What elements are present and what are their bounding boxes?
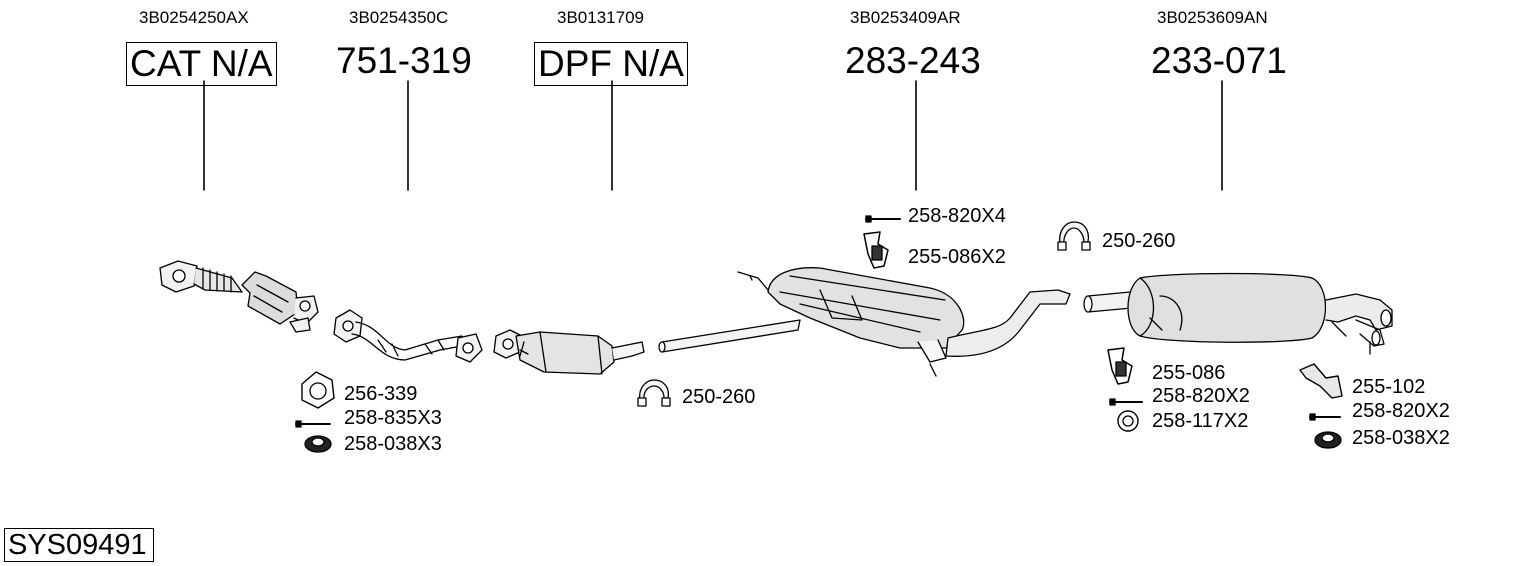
fitting-hanger-label[interactable]: 255-086 bbox=[1152, 362, 1226, 384]
bolt-icon bbox=[1109, 398, 1143, 406]
bolt-icon bbox=[1309, 413, 1341, 421]
part-number-cat[interactable]: CAT N/A bbox=[126, 42, 277, 86]
rubber-hanger-icon bbox=[863, 231, 889, 269]
bolt-icon bbox=[865, 215, 901, 223]
fitting-bolt-label[interactable]: 258-820X2 bbox=[1352, 400, 1450, 422]
gasket-icon bbox=[301, 371, 335, 409]
washer-icon bbox=[1117, 410, 1139, 432]
fitting-nut-label[interactable]: 258-038X2 bbox=[1352, 427, 1450, 449]
oe-number-middle-silencer: 3B0253409AR bbox=[850, 8, 961, 27]
nut-icon bbox=[1314, 431, 1342, 449]
fitting-nut-label[interactable]: 258-038X3 bbox=[344, 433, 442, 455]
fitting-washer-label[interactable]: 258-117X2 bbox=[1152, 410, 1249, 432]
oe-number-dpf: 3B0131709 bbox=[557, 8, 644, 27]
bolt-icon bbox=[295, 420, 331, 428]
clamp-icon bbox=[637, 379, 671, 407]
fitting-gasket-label[interactable]: 256-339 bbox=[344, 383, 418, 405]
oe-number-cat: 3B0254250AX bbox=[139, 8, 249, 27]
system-code: SYS09491 bbox=[4, 528, 154, 563]
middle-silencer-drawing[interactable] bbox=[658, 267, 1071, 377]
dpf-drawing[interactable] bbox=[493, 329, 645, 375]
leader-lines bbox=[203, 80, 1223, 191]
front-pipe-drawing[interactable] bbox=[333, 309, 483, 363]
part-number-dpf[interactable]: DPF N/A bbox=[534, 42, 688, 86]
clamp-icon bbox=[1057, 221, 1091, 251]
fitting-bolt-label[interactable]: 258-835X3 bbox=[344, 407, 442, 429]
oe-number-front-pipe: 3B0254350C bbox=[349, 8, 449, 27]
fitting-bracket-label[interactable]: 255-102 bbox=[1352, 376, 1426, 398]
catalytic-converter-drawing[interactable] bbox=[159, 260, 319, 333]
fitting-bolt-label[interactable]: 258-820X4 bbox=[908, 205, 1006, 227]
part-number-middle-silencer[interactable]: 283-243 bbox=[845, 40, 981, 81]
oe-number-rear-silencer: 3B0253609AN bbox=[1157, 8, 1268, 27]
nut-icon bbox=[304, 435, 332, 453]
hanger-bracket-icon bbox=[1299, 363, 1343, 399]
part-number-rear-silencer[interactable]: 233-071 bbox=[1151, 40, 1287, 81]
fitting-bolt-label[interactable]: 258-820X2 bbox=[1152, 385, 1250, 407]
part-number-front-pipe[interactable]: 751-319 bbox=[336, 40, 472, 81]
rear-silencer-drawing[interactable] bbox=[1083, 272, 1393, 355]
rubber-hanger-icon bbox=[1107, 347, 1133, 385]
fitting-clamp-label[interactable]: 250-260 bbox=[682, 386, 756, 408]
fitting-clamp-label[interactable]: 250-260 bbox=[1102, 230, 1176, 252]
fitting-hanger-label[interactable]: 255-086X2 bbox=[908, 246, 1006, 268]
